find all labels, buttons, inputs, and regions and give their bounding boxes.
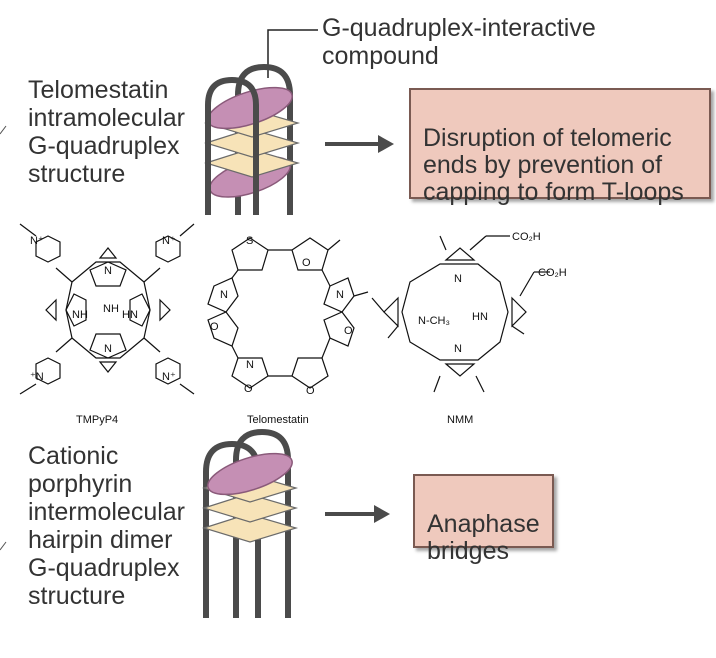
svg-text:N: N bbox=[454, 273, 462, 285]
left-tick-top bbox=[0, 125, 7, 135]
telomestatin-structure bbox=[207, 237, 369, 389]
quartet-b3 bbox=[201, 513, 299, 543]
tmpyp4-structure bbox=[19, 223, 195, 395]
svg-text:N⁺: N⁺ bbox=[30, 235, 44, 247]
intramolecular-quadruplex bbox=[203, 29, 318, 215]
telomestatin-structure-label: Telomestatin intramolecular G-quadruplex… bbox=[28, 76, 186, 188]
svg-text:N: N bbox=[454, 343, 462, 355]
svg-text:O: O bbox=[306, 385, 315, 397]
svg-text:HN: HN bbox=[122, 309, 138, 321]
svg-text:N⁺: N⁺ bbox=[162, 235, 176, 247]
compound-label: G-quadruplex-interactive compound bbox=[322, 14, 596, 70]
anaphase-bridges-text: Anaphase bridges bbox=[427, 510, 540, 565]
strand-front bbox=[205, 76, 259, 215]
svg-text:N: N bbox=[104, 343, 112, 355]
svg-text:HN: HN bbox=[472, 311, 488, 323]
svg-text:N-CH₃: N-CH₃ bbox=[418, 315, 450, 327]
svg-text:N: N bbox=[336, 289, 344, 301]
anaphase-bridges-box: Anaphase bridges bbox=[413, 474, 554, 565]
top-arrow bbox=[325, 135, 394, 153]
telomeric-disruption-text: Disruption of telomeric ends by preventi… bbox=[423, 124, 684, 206]
svg-text:N: N bbox=[220, 289, 228, 301]
svg-text:O: O bbox=[344, 325, 353, 337]
bottom-arrow bbox=[325, 505, 390, 523]
telomeric-disruption-box: Disruption of telomeric ends by preventi… bbox=[409, 88, 711, 206]
cationic-porphyrin-structure-label: Cationic porphyrin intermolecular hairpi… bbox=[28, 442, 186, 610]
nmm-structure bbox=[371, 235, 550, 393]
telomestatin-caption: Telomestatin bbox=[247, 414, 309, 426]
svg-text:CO₂H: CO₂H bbox=[538, 267, 567, 279]
svg-text:⁺N: ⁺N bbox=[30, 371, 44, 383]
svg-text:CO₂H: CO₂H bbox=[512, 231, 541, 243]
tmpyp4-caption: TMPyP4 bbox=[76, 414, 119, 426]
hairpin-dimer-quadruplex bbox=[201, 428, 299, 618]
left-tick-bottom bbox=[0, 541, 7, 551]
ligand-b bbox=[207, 452, 293, 496]
svg-text:O: O bbox=[244, 383, 253, 395]
svg-text:O: O bbox=[302, 257, 311, 269]
quartet-2 bbox=[203, 128, 301, 158]
svg-text:S: S bbox=[246, 235, 253, 247]
quartet-3 bbox=[203, 148, 301, 178]
svg-text:NH: NH bbox=[72, 309, 88, 321]
strand-back bbox=[235, 63, 293, 215]
svg-text:N⁺: N⁺ bbox=[162, 371, 176, 383]
svg-text:N: N bbox=[246, 359, 254, 371]
chemical-structures: NH N N NH HN N⁺ N⁺ ⁺N N⁺ bbox=[19, 223, 567, 397]
compound-leader-line bbox=[267, 29, 318, 78]
quartet-b2 bbox=[201, 493, 299, 523]
svg-text:NH: NH bbox=[103, 303, 119, 315]
svg-text:N: N bbox=[104, 265, 112, 277]
strand-back-2 bbox=[233, 428, 291, 618]
svg-text:O: O bbox=[210, 321, 219, 333]
nmm-caption: NMM bbox=[447, 414, 474, 426]
